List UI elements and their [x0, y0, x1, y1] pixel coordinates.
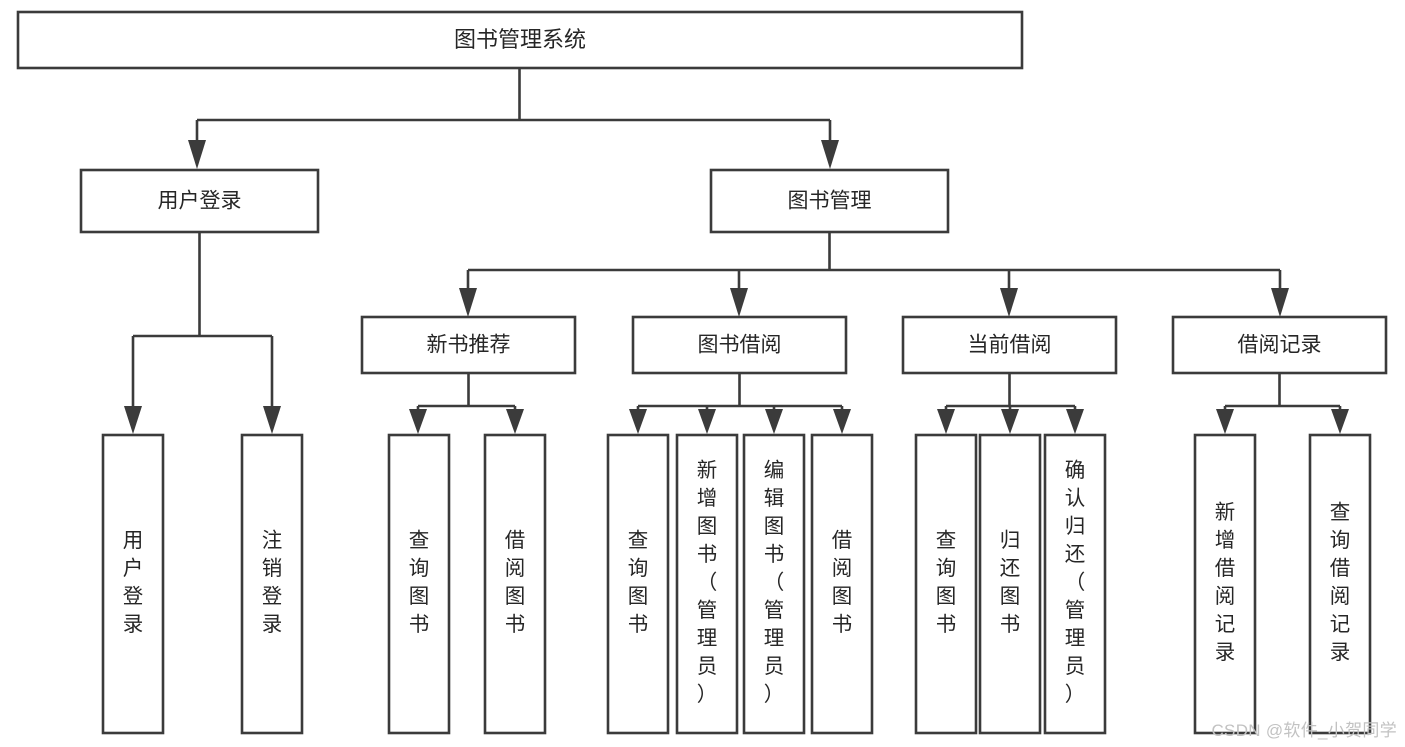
arrowhead-leaf6: [698, 409, 716, 434]
node-leaf12-box[interactable]: [1193, 433, 1257, 735]
node-leaf2-box[interactable]: [240, 433, 304, 735]
node-leaf2-label: 注销登录: [262, 529, 283, 636]
node-bookmgmt-label: 图书管理: [788, 190, 872, 213]
node-root-label: 图书管理系统: [454, 27, 586, 52]
node-leaf7[interactable]: 编辑图书（管理员）: [742, 433, 806, 735]
node-leaf3-label: 查询图书: [409, 529, 430, 636]
arrowhead-leaf3: [409, 409, 427, 434]
node-leaf11-label: 确认归还（管理员）: [1065, 459, 1086, 706]
node-bookmgmt-box[interactable]: [709, 168, 950, 234]
node-leaf10[interactable]: 归还图书: [978, 433, 1042, 735]
node-leaf7-box[interactable]: [742, 433, 806, 735]
node-login-label: 用户登录: [158, 190, 242, 213]
arrowhead-leaf13: [1331, 409, 1349, 434]
arrowhead-leaf5: [629, 409, 647, 434]
node-borrow[interactable]: 图书借阅: [631, 315, 848, 375]
csdn-watermark: CSDN @软件_小贺同学: [1211, 721, 1397, 740]
node-current-box[interactable]: [901, 315, 1118, 375]
node-leaf8-box[interactable]: [810, 433, 874, 735]
node-leaf5-label: 查询图书: [628, 529, 649, 636]
node-leaf3-box[interactable]: [387, 433, 451, 735]
node-leaf6-label: 新增图书（管理员）: [697, 459, 718, 706]
arrowhead-leaf10: [1001, 409, 1019, 434]
node-leaf8-label: 借阅图书: [832, 529, 853, 636]
arrowhead-leaf11: [1066, 409, 1084, 434]
node-leaf6-box[interactable]: [675, 433, 739, 735]
node-root-box[interactable]: [16, 10, 1024, 70]
node-borrow-label: 图书借阅: [698, 334, 782, 357]
node-leaf12[interactable]: 新增借阅记录: [1193, 433, 1257, 735]
node-login[interactable]: 用户登录: [79, 168, 320, 234]
node-leaf13-label: 查询借阅记录: [1330, 501, 1351, 664]
node-leaf4-label: 借阅图书: [505, 529, 526, 636]
arrowhead-login: [188, 140, 206, 169]
node-leaf4-box[interactable]: [483, 433, 547, 735]
arrowhead-current: [1000, 288, 1018, 317]
node-login-box[interactable]: [79, 168, 320, 234]
arrowhead-borrow: [730, 288, 748, 317]
node-leaf1-box[interactable]: [101, 433, 165, 735]
node-record-box[interactable]: [1171, 315, 1388, 375]
node-leaf9[interactable]: 查询图书: [914, 433, 978, 735]
node-newbook[interactable]: 新书推荐: [360, 315, 577, 375]
arrowhead-leaf4: [506, 409, 524, 434]
node-leaf5[interactable]: 查询图书: [606, 433, 670, 735]
node-leaf10-label: 归还图书: [1000, 529, 1021, 636]
node-leaf6[interactable]: 新增图书（管理员）: [675, 433, 739, 735]
node-leaf3[interactable]: 查询图书: [387, 433, 451, 735]
arrowhead-bookmgmt: [821, 140, 839, 169]
node-leaf9-box[interactable]: [914, 433, 978, 735]
arrowhead-leaf9: [937, 409, 955, 434]
node-leaf4[interactable]: 借阅图书: [483, 433, 547, 735]
node-borrow-box[interactable]: [631, 315, 848, 375]
node-leaf5-box[interactable]: [606, 433, 670, 735]
node-current[interactable]: 当前借阅: [901, 315, 1118, 375]
node-leaf13-box[interactable]: [1308, 433, 1372, 735]
node-leaf11-box[interactable]: [1043, 433, 1107, 735]
node-newbook-box[interactable]: [360, 315, 577, 375]
node-bookmgmt[interactable]: 图书管理: [709, 168, 950, 234]
arrowhead-leaf1: [124, 406, 142, 434]
node-root[interactable]: 图书管理系统: [16, 10, 1024, 70]
node-leaf7-label: 编辑图书（管理员）: [764, 459, 785, 706]
arrowhead-record: [1271, 288, 1289, 317]
connector-layer: [124, 68, 1349, 434]
node-newbook-label: 新书推荐: [427, 334, 511, 357]
node-leaf13[interactable]: 查询借阅记录: [1308, 433, 1372, 735]
node-leaf11[interactable]: 确认归还（管理员）: [1043, 433, 1107, 735]
arrowhead-leaf2: [263, 406, 281, 434]
node-record-label: 借阅记录: [1238, 334, 1322, 357]
node-record[interactable]: 借阅记录: [1171, 315, 1388, 375]
node-leaf1[interactable]: 用户登录: [101, 433, 165, 735]
node-leaf12-label: 新增借阅记录: [1215, 501, 1236, 664]
node-leaf1-label: 用户登录: [123, 529, 144, 636]
node-leaf2[interactable]: 注销登录: [240, 433, 304, 735]
arrowhead-newbook: [459, 288, 477, 317]
arrowhead-leaf12: [1216, 409, 1234, 434]
node-leaf10-box[interactable]: [978, 433, 1042, 735]
arrowhead-leaf8: [833, 409, 851, 434]
node-current-label: 当前借阅: [968, 334, 1052, 357]
node-leaf9-label: 查询图书: [936, 529, 957, 636]
node-leaf8[interactable]: 借阅图书: [810, 433, 874, 735]
arrowhead-leaf7: [765, 409, 783, 434]
